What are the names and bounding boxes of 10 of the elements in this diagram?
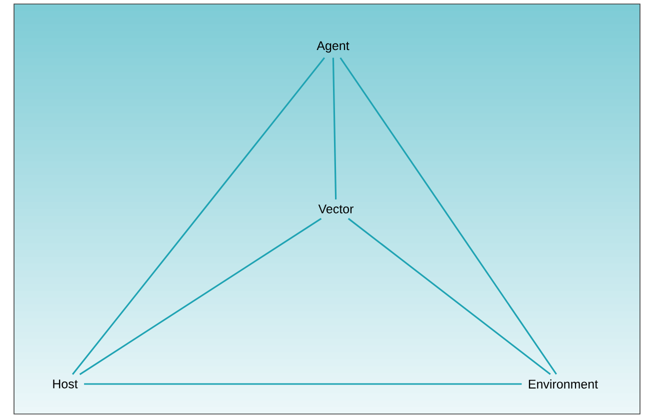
connector-line: [332, 58, 337, 200]
node-label: Host: [53, 380, 78, 388]
connector-line: [84, 383, 522, 385]
node-label: Environment: [528, 379, 598, 389]
connector-line: [340, 57, 557, 375]
node-label: Agent: [316, 41, 350, 53]
connector-line: [79, 218, 322, 376]
connector-line: [72, 57, 326, 375]
node-label: Vector: [318, 204, 354, 214]
connector-line: [348, 218, 551, 375]
